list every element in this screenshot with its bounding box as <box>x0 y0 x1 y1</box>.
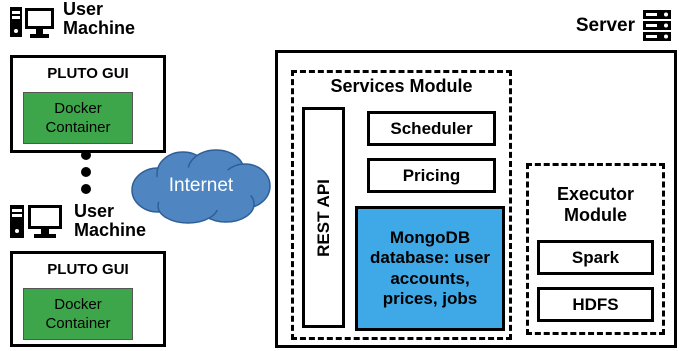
hdfs-box: HDFS <box>537 287 654 322</box>
scheduler-box: Scheduler <box>367 111 496 146</box>
user-machine-bottom-icon <box>9 202 65 242</box>
pricing-box: Pricing <box>367 158 496 193</box>
spark-label: Spark <box>571 247 620 267</box>
mongodb-box: MongoDB database: user accounts, prices,… <box>355 206 505 331</box>
mongodb-label: MongoDB database: user accounts, prices,… <box>370 227 490 308</box>
server-label: Server <box>575 15 635 36</box>
hdfs-label: HDFS <box>572 294 619 314</box>
docker-container-top-label: Docker Container <box>45 99 111 137</box>
spark-box: Spark <box>537 240 654 275</box>
server-box <box>275 50 677 348</box>
rest-api-label: REST API <box>313 178 333 257</box>
pluto-gui-bottom-label: PLUTO GUI <box>47 261 129 278</box>
ellipsis-dots <box>78 148 94 200</box>
pluto-gui-bottom-box: PLUTO GUI Docker Container <box>10 251 166 347</box>
executor-module-title: Executor Module <box>556 184 635 225</box>
docker-container-bottom: Docker Container <box>23 288 133 340</box>
rest-api-box: REST API <box>302 107 345 328</box>
executor-module-box <box>526 163 665 335</box>
docker-container-bottom-label: Docker Container <box>45 295 111 333</box>
services-module-box <box>291 70 512 340</box>
internet-label: Internet <box>168 175 234 196</box>
user-machine-bottom-label: User Machine <box>74 201 147 240</box>
pluto-gui-top-box: PLUTO GUI Docker Container <box>10 55 166 153</box>
docker-container-top: Docker Container <box>23 92 133 144</box>
internet-cloud: Internet <box>128 146 274 226</box>
scheduler-label: Scheduler <box>390 118 473 138</box>
user-machine-top-label: User Machine <box>63 0 136 38</box>
services-module-title: Services Module <box>330 76 473 96</box>
server-rack-icon <box>642 10 672 42</box>
pluto-gui-top-label: PLUTO GUI <box>47 65 129 82</box>
user-machine-top-icon <box>9 5 55 41</box>
pricing-label: Pricing <box>402 165 461 185</box>
